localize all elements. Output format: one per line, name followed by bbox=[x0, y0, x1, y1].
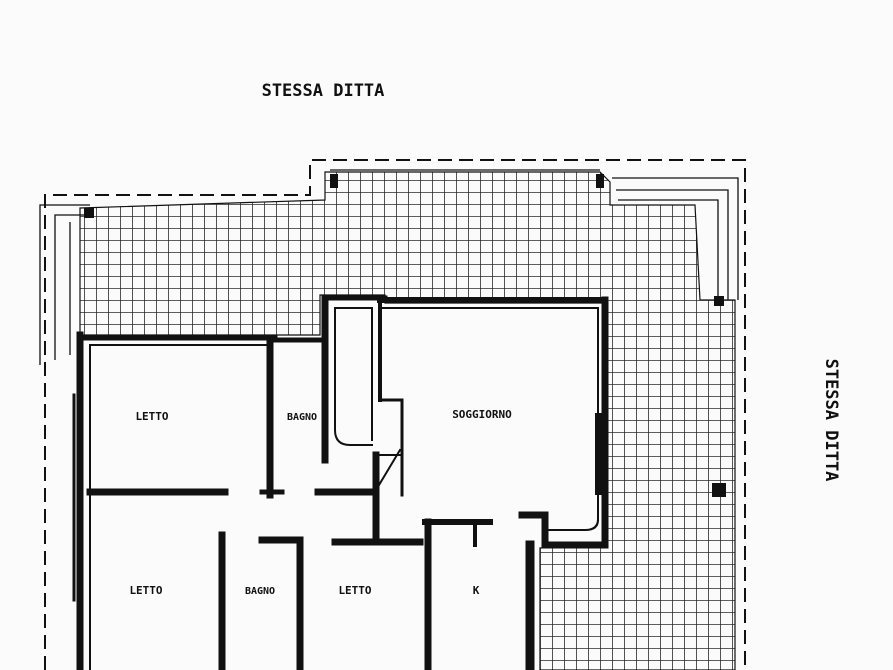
property-boundary bbox=[44, 159, 746, 670]
room-label-letto-3: LETTO bbox=[338, 584, 371, 597]
column bbox=[712, 483, 726, 497]
column bbox=[330, 174, 338, 188]
terrace-tiles bbox=[79, 171, 736, 670]
right-neighbor-label: STESSA DITTA bbox=[821, 359, 841, 482]
room-label-letto-2: LETTO bbox=[129, 584, 162, 597]
room-label-bagno-1: BAGNO bbox=[287, 412, 317, 423]
column bbox=[596, 174, 604, 188]
room-label-soggiorno: SOGGIORNO bbox=[452, 408, 512, 421]
terrace-top bbox=[79, 171, 736, 670]
terrace-railing bbox=[39, 169, 739, 365]
room-label-bagno-2: BAGNO bbox=[245, 586, 275, 597]
room-label-cucina: K bbox=[473, 584, 480, 597]
column bbox=[714, 296, 724, 306]
column bbox=[84, 208, 94, 218]
columns bbox=[84, 174, 726, 497]
room-label-letto-1: LETTO bbox=[135, 410, 168, 423]
room-labels: LETTO BAGNO SOGGIORNO LETTO BAGNO LETTO … bbox=[129, 408, 512, 597]
top-neighbor-label: STESSA DITTA bbox=[262, 81, 385, 101]
walls bbox=[72, 294, 609, 670]
